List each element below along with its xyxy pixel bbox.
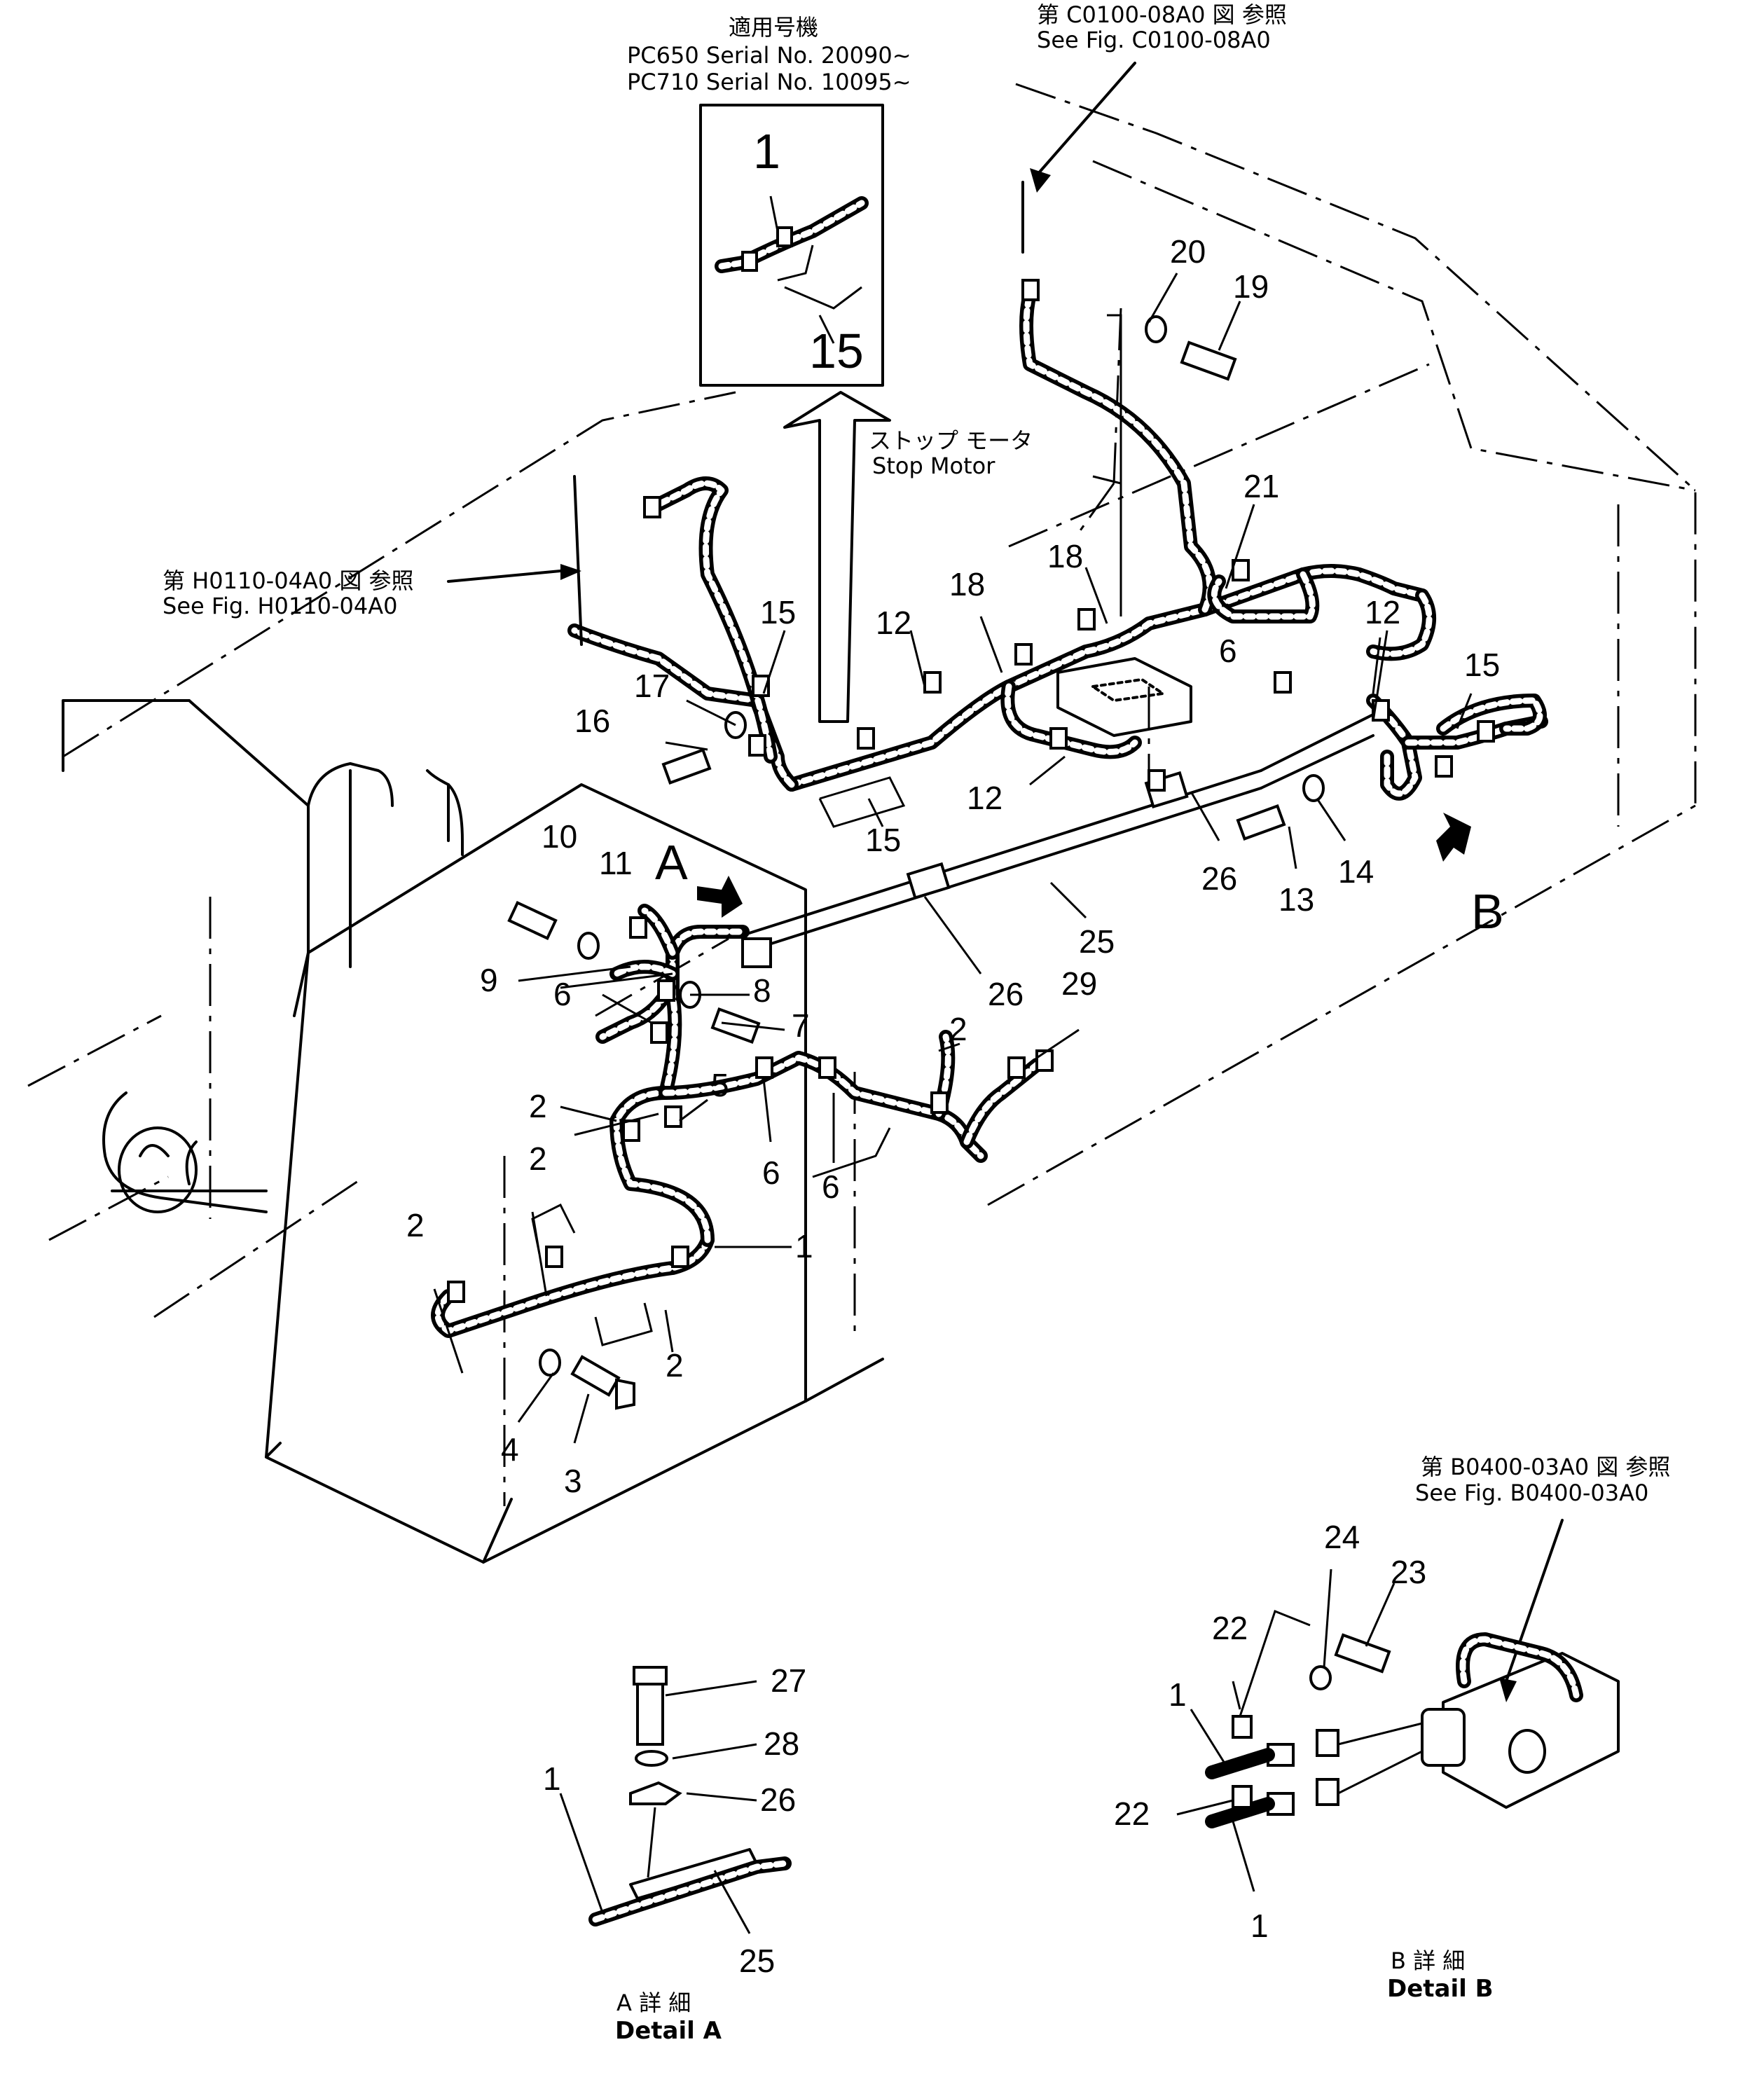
up-arrow (783, 391, 891, 723)
callout-15: 15 (1464, 647, 1500, 683)
serial-line-1: PC650 Serial No. 20090~ (627, 42, 911, 69)
callout-2: 2 (529, 1140, 547, 1177)
view-marker-a: A (655, 835, 688, 890)
detail-a-drawing (559, 1666, 792, 1934)
stop-motor (1056, 657, 1192, 737)
callout-6: 6 (762, 1154, 780, 1191)
ref-b0400-en: See Fig. B0400-03A0 (1415, 1480, 1648, 1506)
callout-1: 1 (795, 1228, 813, 1264)
callout-26: 26 (988, 976, 1024, 1012)
bolt-10 (507, 900, 558, 941)
callout-2: 2 (949, 1011, 967, 1047)
callout-12: 12 (967, 780, 1002, 816)
callout-25: 25 (1079, 923, 1115, 960)
detail-a-callout-1: 1 (543, 1760, 561, 1797)
callout-21: 21 (1243, 468, 1279, 504)
callout-15: 15 (760, 594, 796, 630)
bolt-19 (1180, 340, 1237, 381)
detail-a-callout-25: 25 (739, 1943, 775, 1979)
ref-c0100-en: See Fig. C0100-08A0 (1037, 27, 1271, 53)
callout-18: 18 (949, 566, 985, 602)
callout-9: 9 (480, 962, 498, 998)
washer-4 (539, 1349, 561, 1377)
ref-b0400-jp: 第 B0400-03A0 図 参照 (1421, 1454, 1670, 1480)
callout-18: 18 (1047, 538, 1083, 574)
detail-a-callout-28: 28 (764, 1725, 799, 1762)
callout-26: 26 (1201, 860, 1237, 897)
detail-b-title-jp: B 詳 細 (1391, 1948, 1465, 1974)
callout-2: 2 (529, 1088, 547, 1124)
ref-c0100-jp: 第 C0100-08A0 図 参照 (1037, 1, 1287, 28)
detail-b-callout-22: 22 (1114, 1795, 1150, 1832)
serial-line-2: PC710 Serial No. 10095~ (627, 69, 911, 95)
detail-b-callout-1: 1 (1169, 1676, 1187, 1713)
washer-14 (1302, 774, 1325, 802)
callout-10: 10 (542, 818, 577, 855)
callout-12: 12 (1365, 594, 1400, 630)
callout-13: 13 (1279, 881, 1314, 918)
detail-b-title-en: Detail B (1387, 1975, 1494, 2003)
ref-h0110-jp: 第 H0110-04A0 図 参照 (163, 567, 414, 594)
callout-2: 2 (666, 1347, 684, 1384)
washer-11 (577, 932, 600, 960)
detail-a-callout-27: 27 (771, 1662, 806, 1699)
view-arrow-b (1436, 813, 1471, 862)
callout-17: 17 (634, 668, 670, 704)
inset-label-15: 15 (809, 324, 864, 378)
callout-15: 15 (865, 822, 901, 858)
stop-motor-en: Stop Motor (872, 453, 995, 479)
callout-20: 20 (1170, 233, 1206, 270)
detail-b-callout-1: 1 (1250, 1908, 1269, 1944)
ref-arrows (447, 62, 1564, 1702)
callout-11: 11 (599, 845, 633, 881)
callout-6: 6 (553, 976, 572, 1012)
detail-b-drawing (1176, 1569, 1620, 1892)
machine-outline (27, 83, 1697, 1506)
callout-8: 8 (753, 972, 771, 1009)
washer-20 (1145, 315, 1167, 343)
detail-b-callout-22: 22 (1212, 1610, 1248, 1646)
bolt-13 (1236, 804, 1286, 841)
callout-14: 14 (1338, 853, 1374, 890)
callout-4: 4 (501, 1431, 519, 1468)
view-marker-b: B (1471, 884, 1504, 939)
detail-b-callout-23: 23 (1391, 1554, 1426, 1590)
callout-5: 5 (711, 1067, 729, 1103)
callout-16: 16 (574, 703, 610, 739)
callout-6: 6 (1219, 633, 1237, 669)
inset-box (699, 104, 884, 387)
applicable-jp: 適用号機 (729, 14, 818, 41)
view-arrow-a (697, 876, 743, 918)
callout-7: 7 (792, 1007, 810, 1044)
stop-motor-jp: ストップ モータ (869, 427, 1033, 454)
bolt-16 (661, 748, 712, 785)
ref-h0110-en: See Fig. H0110-04A0 (163, 593, 398, 619)
main-harness (431, 904, 1044, 1338)
detail-b-callout-24: 24 (1324, 1519, 1360, 1555)
bolt-7 (710, 1007, 761, 1044)
callout-29: 29 (1061, 965, 1097, 1002)
boom-bracket (62, 699, 464, 1213)
leader-lines (433, 273, 1473, 1444)
callout-6: 6 (822, 1169, 840, 1205)
detail-a-title-jp: A 詳 細 (616, 1990, 691, 2016)
counterweight-box (265, 783, 884, 1564)
detail-a-title-en: Detail A (615, 2017, 722, 2045)
callout-2: 2 (406, 1207, 425, 1243)
inset-label-1: 1 (753, 124, 780, 179)
detail-a-callout-26: 26 (760, 1781, 796, 1818)
callout-12: 12 (876, 605, 911, 641)
bolt-3 (570, 1355, 635, 1410)
callout-3: 3 (564, 1463, 582, 1499)
callout-19: 19 (1233, 268, 1269, 305)
